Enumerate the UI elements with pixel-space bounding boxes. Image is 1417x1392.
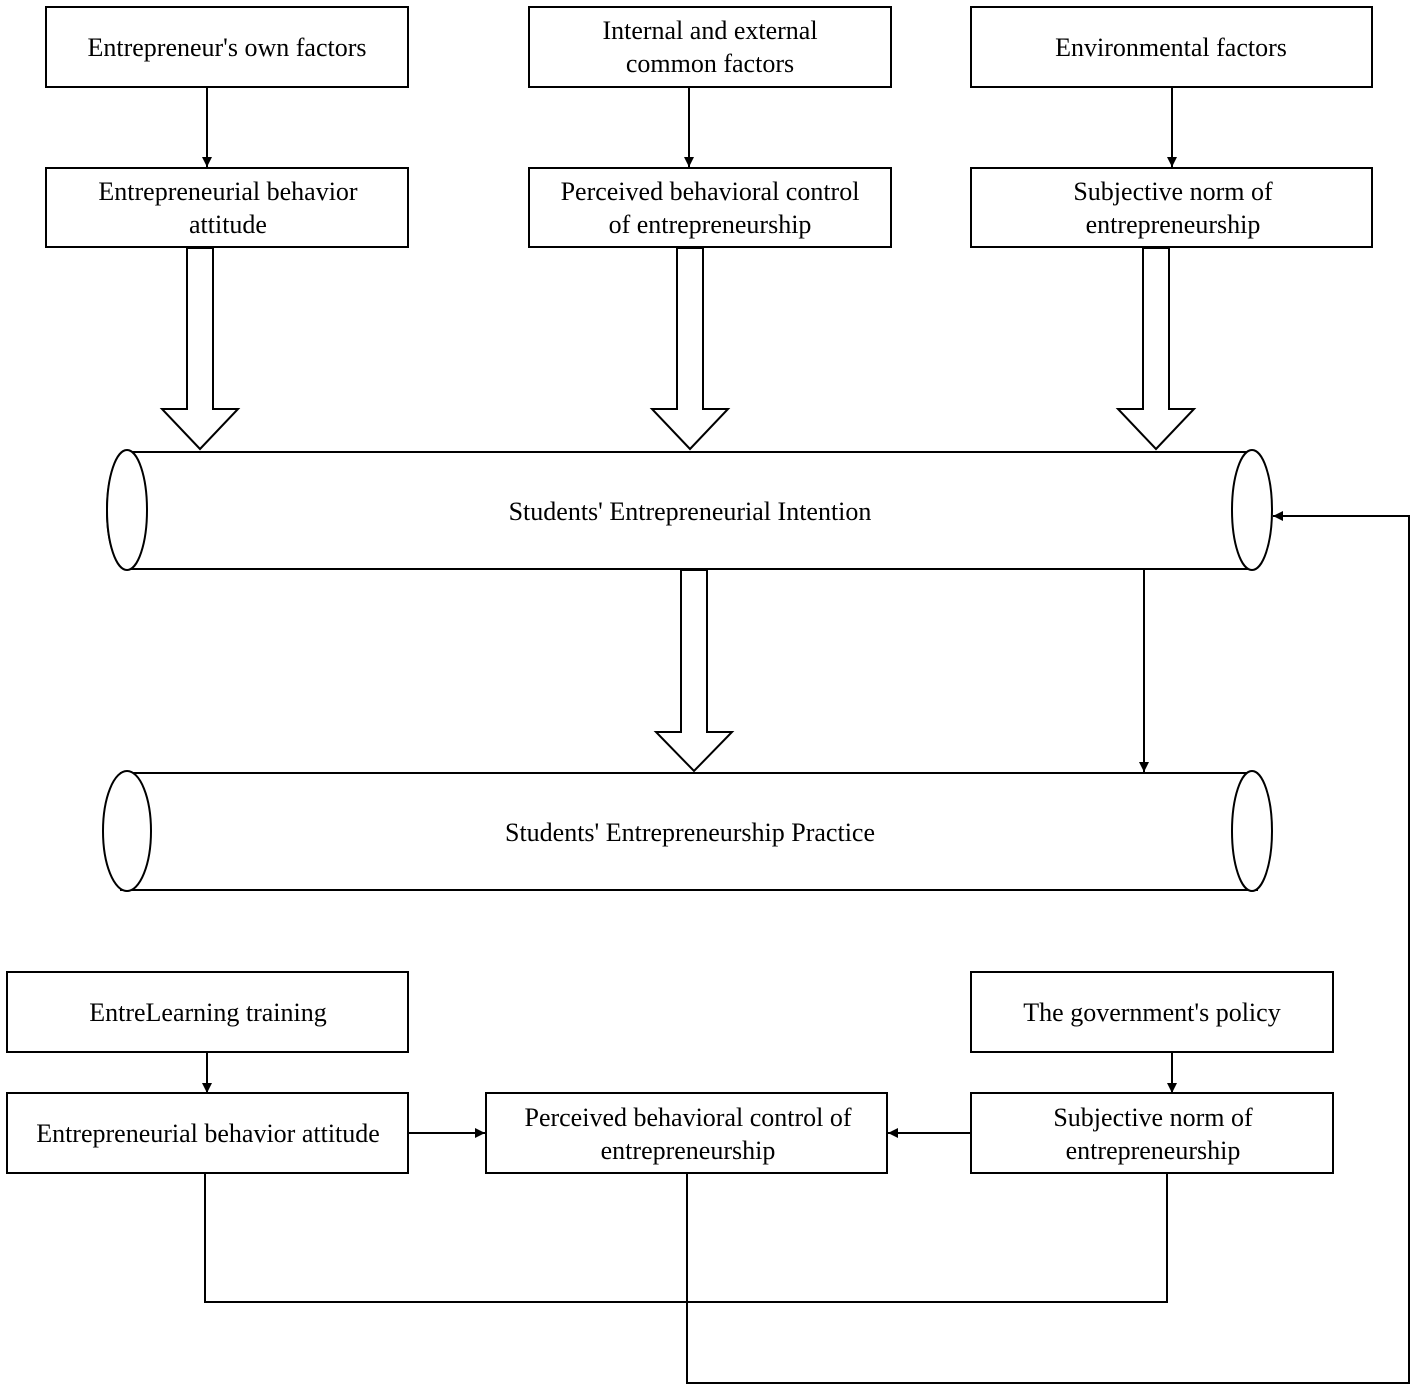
learning-training-label: EntreLearning training <box>89 998 327 1027</box>
norm-top-label-line1: Subjective norm of <box>1073 177 1273 206</box>
control-top-label-line2: of entrepreneurship <box>609 210 812 239</box>
norm-bottom-label-line1: Subjective norm of <box>1053 1103 1253 1132</box>
control-bottom-label-line1: Perceived behavioral control of <box>524 1103 851 1132</box>
box-norm-top: Subjective norm of entrepreneurship <box>970 167 1373 248</box>
block-arrow-norm-to-intention <box>1115 247 1197 451</box>
box-norm-bottom: Subjective norm of entrepreneurship <box>970 1092 1334 1174</box>
box-control-bottom: Perceived behavioral control of entrepre… <box>485 1092 888 1174</box>
box-own-factors: Entrepreneur's own factors <box>45 6 409 88</box>
block-arrow-attitude-to-intention <box>159 247 241 451</box>
common-factors-label-line2: common factors <box>626 49 794 78</box>
box-environmental-factors: Environmental factors <box>970 6 1373 88</box>
box-attitude-bottom: Entrepreneurial behavior attitude <box>6 1092 409 1174</box>
attitude-top-label-line2: attitude <box>189 210 267 239</box>
attitude-top-label-line1: Entrepreneurial behavior <box>98 177 357 206</box>
feedback-arrow-to-intention <box>686 511 1410 1384</box>
practice-label: Students' Entrepreneurship Practice <box>505 818 875 847</box>
block-arrow-intention-to-practice <box>653 569 735 773</box>
control-top-label-line1: Perceived behavioral control <box>561 177 860 206</box>
box-control-top: Perceived behavioral control of entrepre… <box>528 167 892 248</box>
box-attitude-top: Entrepreneurial behavior attitude <box>45 167 409 248</box>
own-factors-label: Entrepreneur's own factors <box>87 33 366 62</box>
norm-bottom-label-line2: entrepreneurship <box>1066 1136 1241 1165</box>
cylinder-intention: Students' Entrepreneurial Intention <box>106 449 1273 571</box>
box-learning-training: EntreLearning training <box>6 971 409 1053</box>
environmental-factors-label: Environmental factors <box>1055 33 1287 62</box>
box-common-factors: Internal and external common factors <box>528 6 892 88</box>
block-arrow-control-to-intention <box>649 247 731 451</box>
box-government-policy: The government's policy <box>970 971 1334 1053</box>
common-factors-label-line1: Internal and external <box>602 16 817 45</box>
norm-top-label-line2: entrepreneurship <box>1086 210 1261 239</box>
cylinder-practice: Students' Entrepreneurship Practice <box>102 770 1273 892</box>
control-bottom-label-line2: entrepreneurship <box>601 1136 776 1165</box>
government-policy-label: The government's policy <box>1023 998 1280 1027</box>
intention-label: Students' Entrepreneurial Intention <box>509 497 872 526</box>
attitude-bottom-label: Entrepreneurial behavior attitude <box>36 1119 380 1148</box>
